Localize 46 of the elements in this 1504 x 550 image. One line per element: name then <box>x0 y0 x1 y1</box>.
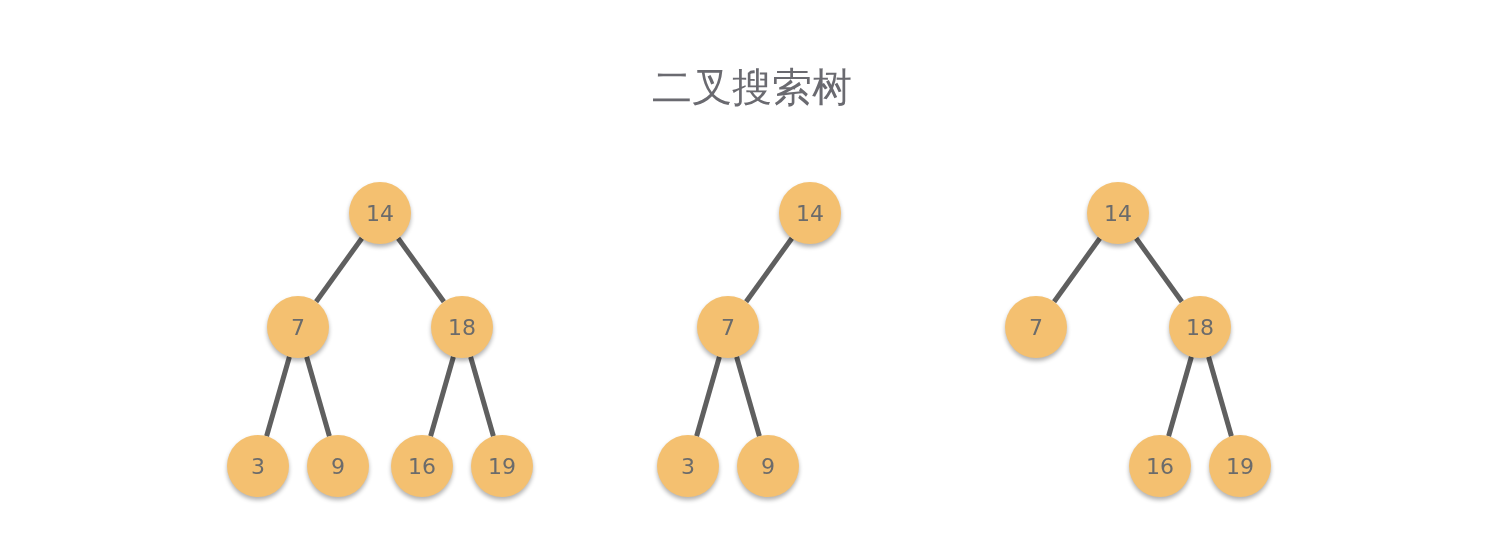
node-value: 18 <box>1186 314 1214 340</box>
tree-node-circle <box>307 435 369 497</box>
tree-node-circle <box>431 296 493 358</box>
tree-node-circle <box>1005 296 1067 358</box>
tree-node-circle <box>227 435 289 497</box>
tree-branch-line <box>314 236 364 304</box>
tree-node-circle <box>1209 435 1271 497</box>
node-value: 19 <box>1226 453 1254 479</box>
tree-node-circle <box>1129 435 1191 497</box>
tree-branch-line <box>694 356 722 437</box>
tree-branch-line <box>304 356 332 437</box>
tree-branch-line <box>264 356 292 437</box>
node-value: 3 <box>251 453 265 479</box>
tree-branch-line <box>468 356 496 437</box>
tree-node-circle <box>267 296 329 358</box>
tree-node-circle <box>657 435 719 497</box>
node-value: 7 <box>1029 314 1043 340</box>
node-value: 16 <box>1146 453 1174 479</box>
node-value: 7 <box>291 314 305 340</box>
tree-branch-line <box>428 356 456 437</box>
tree-node-circle <box>1169 296 1231 358</box>
node-value: 14 <box>796 200 824 226</box>
tree-node-circle <box>349 182 411 244</box>
tree-branch-line <box>1166 356 1194 437</box>
node-value: 14 <box>366 200 394 226</box>
tree-node-circle <box>471 435 533 497</box>
node-value: 9 <box>761 453 775 479</box>
tree-branch-line <box>1134 236 1184 304</box>
tree-branch-line <box>1052 236 1102 304</box>
node-value: 7 <box>721 314 735 340</box>
tree-branch-line <box>744 236 794 304</box>
tree-branch-line <box>396 236 446 304</box>
tree-node-circle <box>391 435 453 497</box>
node-value: 16 <box>408 453 436 479</box>
node-value: 3 <box>681 453 695 479</box>
tree-branch-line <box>734 356 762 437</box>
node-value: 9 <box>331 453 345 479</box>
tree-node-circle <box>779 182 841 244</box>
tree-node-circle <box>1087 182 1149 244</box>
node-value: 18 <box>448 314 476 340</box>
node-value: 14 <box>1104 200 1132 226</box>
tree-node-circle <box>697 296 759 358</box>
diagram-title: 二叉搜索树 <box>652 63 852 112</box>
tree-branch-line <box>1206 356 1234 437</box>
tree-node-circle <box>737 435 799 497</box>
node-value: 19 <box>488 453 516 479</box>
